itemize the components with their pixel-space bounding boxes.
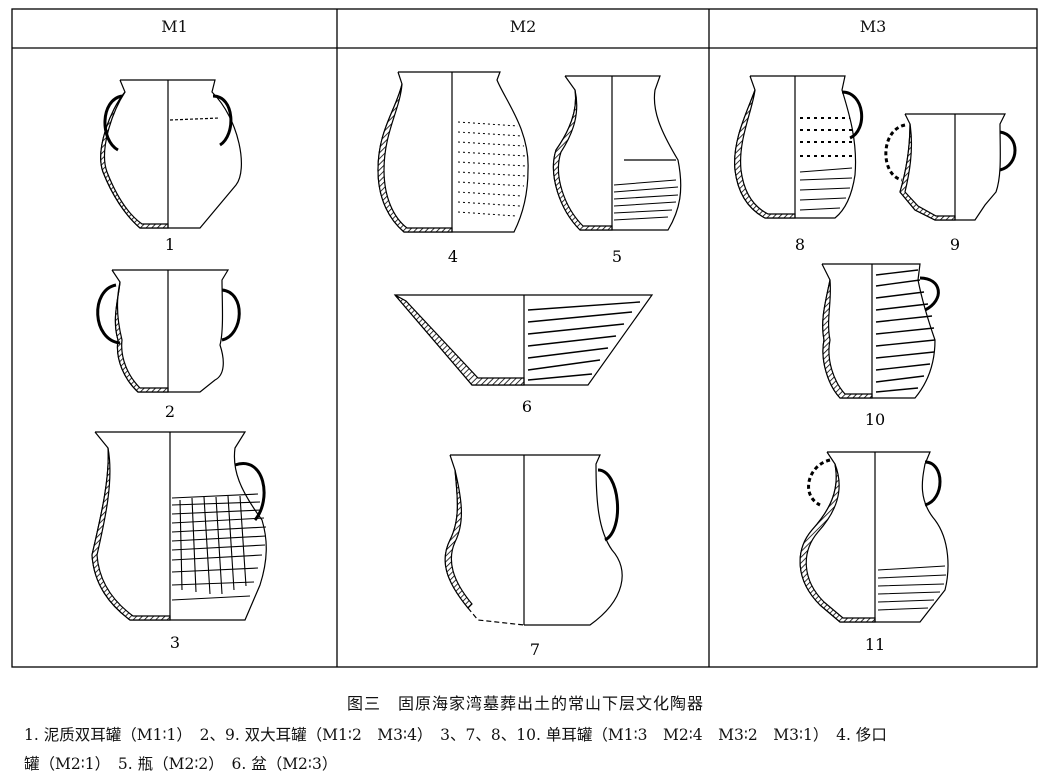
vessel-label-3: 3 (170, 633, 180, 652)
vessel-6 (393, 294, 654, 386)
vessel-3 (91, 431, 267, 621)
vessel-label-10: 10 (865, 410, 885, 429)
column-header-m2: M2 (509, 17, 537, 36)
vessel-4 (377, 71, 529, 233)
pottery-plate: 1 2 3 4 (11, 8, 1038, 668)
vessel-11 (799, 451, 949, 623)
vessel-label-1: 1 (165, 235, 175, 254)
caption-line-1: 1. 泥质双耳罐（M1∶1） 2、9. 双大耳罐（M1∶2 M3∶4） 3、7、… (24, 726, 887, 744)
column-header-m3: M3 (859, 17, 887, 36)
vessel-label-11: 11 (865, 635, 885, 654)
vessel-5 (552, 75, 682, 231)
vessel-7 (444, 454, 623, 626)
vessel-label-4: 4 (448, 247, 458, 266)
vessel-label-7: 7 (530, 640, 540, 659)
vessel-label-6: 6 (522, 397, 532, 416)
vessel-2 (96, 269, 241, 393)
vessel-label-5: 5 (612, 247, 622, 266)
figure-title: 图三 固原海家湾墓葬出土的常山下层文化陶器 (346, 694, 704, 713)
vessel-8 (734, 75, 864, 219)
caption-line-2: 罐（M2∶1） 5. 瓶（M2∶2） 6. 盆（M2∶3） (24, 755, 338, 773)
vessel-label-9: 9 (950, 235, 960, 254)
vessel-10 (821, 263, 940, 399)
vessel-9 (884, 113, 1017, 221)
vessel-label-8: 8 (795, 235, 805, 254)
vessel-1 (100, 79, 242, 229)
vessel-label-2: 2 (165, 402, 175, 421)
column-header-m1: M1 (161, 17, 188, 36)
plate-frame (11, 8, 1038, 668)
